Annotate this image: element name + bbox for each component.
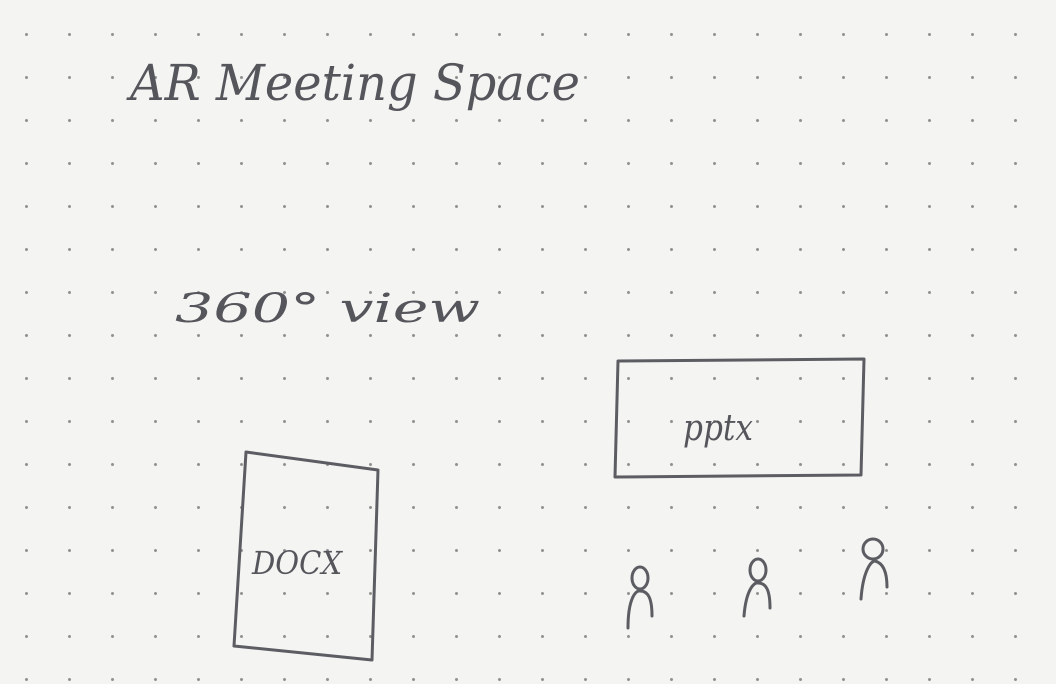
view-label: 360° view: [175, 286, 480, 332]
document-label: DOCX: [251, 544, 343, 582]
person-icon: [859, 537, 889, 601]
person-icon: [626, 565, 654, 630]
document-frame: [232, 450, 380, 662]
presentation-frame: [613, 357, 866, 479]
document-card: DOCX: [232, 450, 380, 662]
participants: [626, 537, 889, 630]
person-icon: [742, 557, 772, 618]
sketch-title: AR Meeting Space: [126, 54, 580, 112]
presentation-screen: pptx: [613, 357, 866, 479]
presentation-label: pptx: [683, 408, 753, 449]
